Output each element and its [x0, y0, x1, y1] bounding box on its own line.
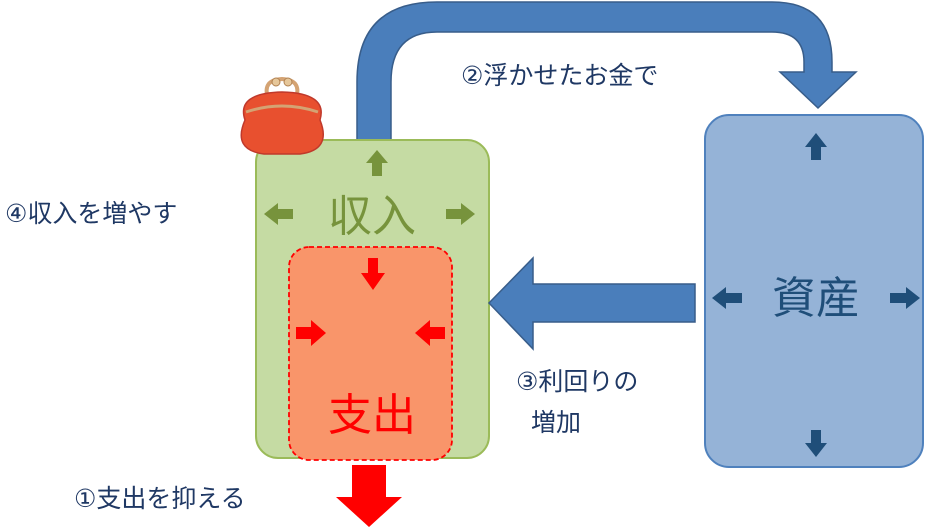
- flow-arrow-to-assets: [356, 1, 858, 144]
- assets-expand-arrows: [712, 133, 920, 457]
- assets-arrow-right: [890, 287, 920, 309]
- step2-label: ②浮かせたお金で: [461, 61, 658, 90]
- expense-box: [288, 246, 453, 461]
- assets-arrow-up: [805, 133, 827, 160]
- return-arrow-to-income: [487, 256, 696, 351]
- expense-arrow-left: [415, 320, 445, 346]
- step1-label: ①支出を抑える: [74, 484, 246, 513]
- coin-purse-icon: [240, 76, 324, 155]
- step3-label-line2: 増加: [531, 408, 581, 437]
- step4-label: ④収入を増やす: [5, 199, 177, 228]
- assets-box: [704, 114, 924, 468]
- income-arrow-right: [446, 203, 475, 225]
- income-arrow-up: [366, 150, 388, 176]
- assets-arrow-left: [712, 287, 742, 309]
- step3-label-line1: ③利回りの: [516, 367, 638, 396]
- income-arrow-left: [264, 203, 293, 225]
- expense-reduce-arrow: [336, 465, 402, 527]
- expense-arrow-down: [361, 258, 385, 290]
- income-expand-arrows: [264, 150, 475, 225]
- expense-label: 支出: [328, 390, 416, 441]
- expense-arrow-right: [296, 320, 326, 346]
- income-label: 収入: [328, 191, 416, 242]
- assets-label: 資産: [772, 273, 860, 324]
- expense-shrink-arrows: [296, 258, 445, 346]
- assets-arrow-down: [805, 430, 827, 457]
